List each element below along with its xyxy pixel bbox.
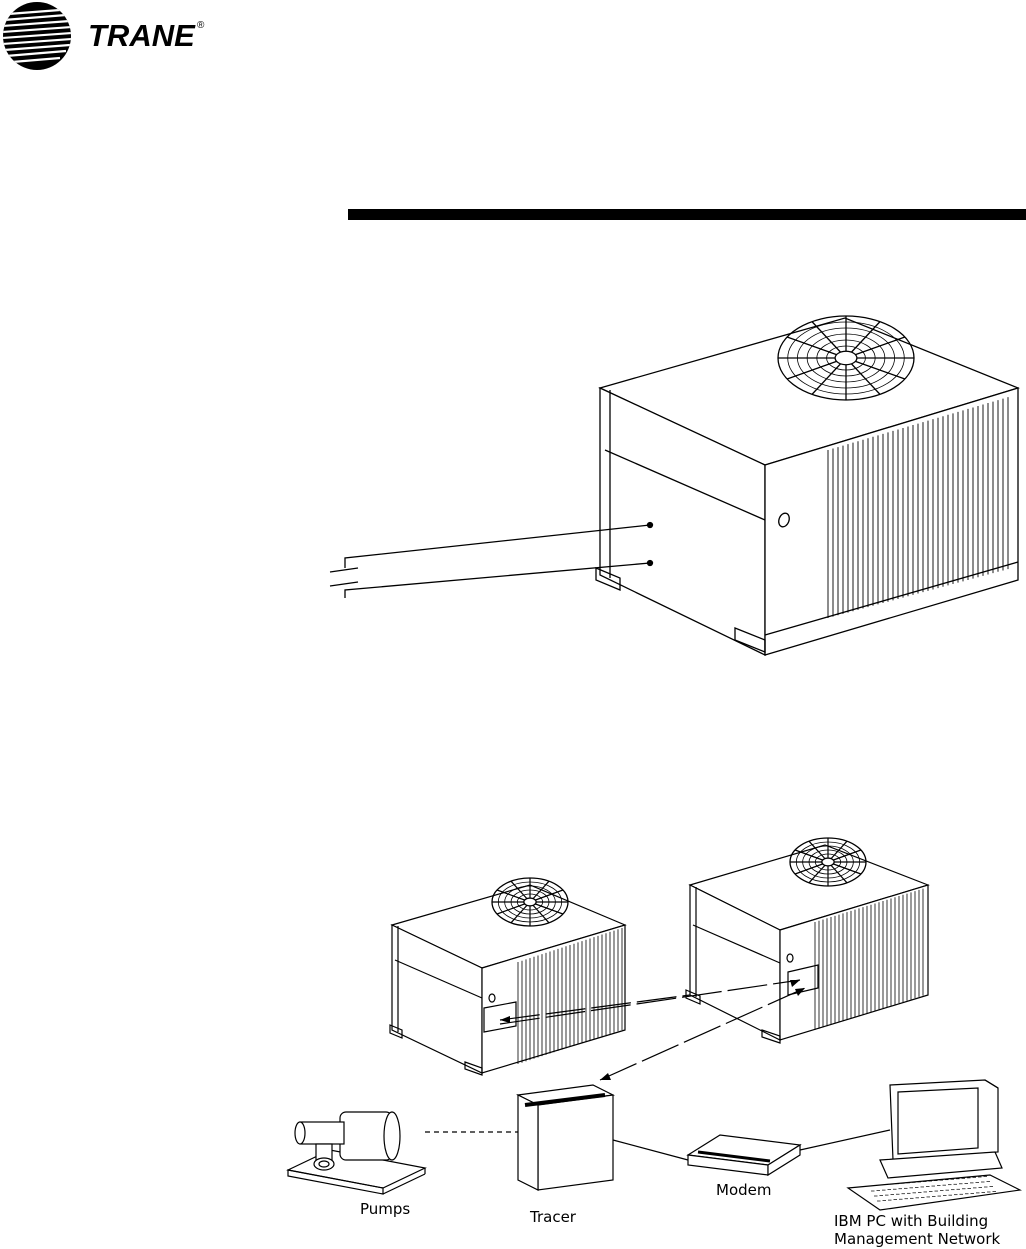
pumps-label: Pumps bbox=[360, 1200, 410, 1218]
fan-grille-icon bbox=[777, 315, 915, 401]
pc-label-line1: IBM PC with Building bbox=[834, 1212, 988, 1230]
coil-grille bbox=[827, 397, 1009, 618]
tracer-label: Tracer bbox=[529, 1208, 577, 1226]
trane-logo: TRANE ® bbox=[3, 2, 205, 70]
modem-label: Modem bbox=[716, 1181, 771, 1199]
fan-grille-right-icon bbox=[789, 837, 867, 887]
fan-grille-left-icon bbox=[491, 877, 569, 927]
coil-grille-right bbox=[814, 888, 924, 1030]
packaged-unit-right bbox=[685, 844, 930, 1044]
trane-logo-mark bbox=[3, 2, 71, 70]
section-rule bbox=[348, 209, 1026, 220]
packaged-unit bbox=[595, 317, 1020, 657]
network-lines bbox=[425, 1129, 891, 1161]
tracer-panel bbox=[515, 1084, 616, 1191]
building-network-figure: Pumps Tracer Modem IBM PC with Building … bbox=[286, 837, 1022, 1248]
unit-wiring-figure bbox=[329, 315, 1020, 657]
pc-workstation-icon bbox=[846, 1079, 1022, 1211]
pc-label-line2: Management Network bbox=[834, 1230, 1001, 1248]
link-arrowheads bbox=[500, 980, 805, 1080]
coil-grille-left bbox=[517, 928, 623, 1064]
control-wiring bbox=[329, 524, 651, 598]
modem-icon bbox=[686, 1134, 802, 1177]
comm-links bbox=[499, 979, 806, 1081]
pump-icon bbox=[286, 1111, 427, 1195]
brand-name: TRANE bbox=[88, 18, 196, 53]
registered-mark: ® bbox=[197, 20, 205, 31]
